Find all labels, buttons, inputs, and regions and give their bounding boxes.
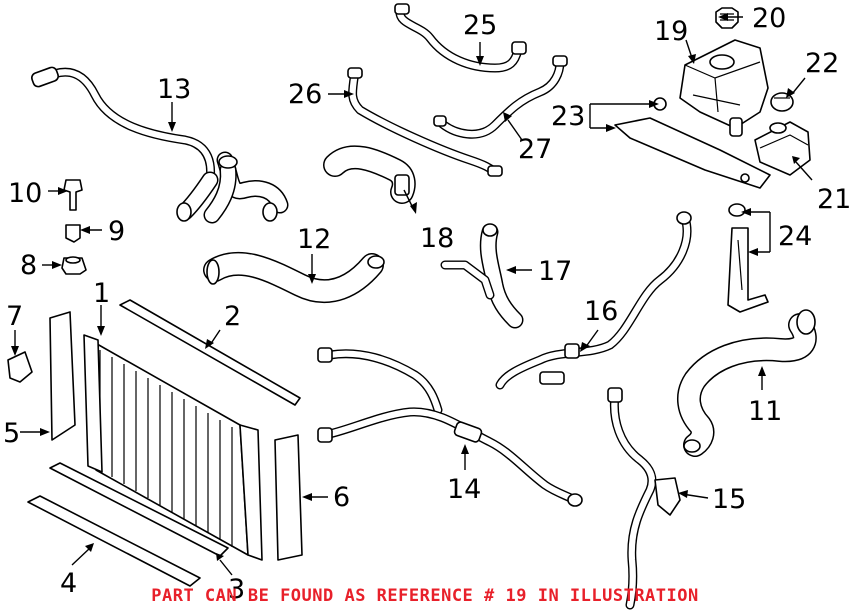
part-12-hose — [203, 251, 385, 304]
part-25-hose — [394, 3, 527, 73]
callout-22: 22 — [805, 48, 839, 79]
part-1-radiator — [83, 334, 263, 561]
callout-23: 23 — [551, 101, 585, 132]
part-18-hose — [323, 145, 416, 204]
callout-19: 19 — [654, 16, 688, 47]
callout-1: 1 — [93, 278, 110, 309]
part-23-plate — [614, 97, 771, 189]
callout-3: 3 — [228, 574, 245, 605]
part-27-hose — [433, 55, 568, 139]
callout-27: 27 — [518, 134, 552, 165]
part-3-strip — [49, 462, 229, 557]
part-8-grommet — [61, 256, 87, 275]
callout-16: 16 — [584, 296, 618, 327]
part-22-cap — [770, 92, 794, 112]
part-5-panel — [49, 311, 76, 441]
callout-9: 9 — [108, 216, 125, 247]
callout-2: 2 — [224, 301, 241, 332]
part-7-bracket — [7, 351, 33, 383]
part-reference-notice: PART CAN BE FOUND AS REFERENCE # 19 IN I… — [151, 586, 699, 606]
callout-26: 26 — [288, 79, 322, 110]
part-24-bracket — [727, 203, 769, 313]
callout-20: 20 — [752, 3, 786, 34]
leader-lines — [11, 13, 813, 576]
callout-17: 17 — [538, 256, 572, 287]
callout-24: 24 — [778, 221, 812, 252]
part-9-clip — [65, 224, 81, 243]
part-26-hose — [347, 67, 503, 177]
part-16-hose — [495, 211, 692, 390]
callout-13: 13 — [157, 74, 191, 105]
part-4-strip — [27, 495, 201, 587]
part-15-hose — [607, 387, 681, 610]
part-2-strip — [119, 299, 301, 406]
callout-12: 12 — [297, 224, 331, 255]
part-11-hose — [677, 309, 817, 457]
callout-21: 21 — [817, 184, 850, 215]
part-13-hose — [30, 66, 289, 224]
callout-18: 18 — [420, 223, 454, 254]
part-6-panel — [274, 434, 303, 561]
part-17-hose — [440, 223, 524, 329]
callout-labels: 13 25 26 27 19 20 22 21 23 24 10 9 8 18 … — [3, 3, 850, 605]
part-19-expansion-tank — [679, 39, 769, 137]
callout-5: 5 — [3, 418, 20, 449]
callout-25: 25 — [463, 10, 497, 41]
callout-4: 4 — [60, 568, 77, 599]
part-21-bracket — [754, 121, 811, 176]
callout-14: 14 — [447, 474, 481, 505]
callout-11: 11 — [748, 396, 782, 427]
callout-10: 10 — [8, 178, 42, 209]
callout-15: 15 — [712, 484, 746, 515]
callout-6: 6 — [333, 482, 350, 513]
callout-7: 7 — [6, 301, 23, 332]
callout-8: 8 — [20, 250, 37, 281]
part-14-hose — [317, 347, 583, 507]
part-10-bolt — [63, 179, 83, 211]
